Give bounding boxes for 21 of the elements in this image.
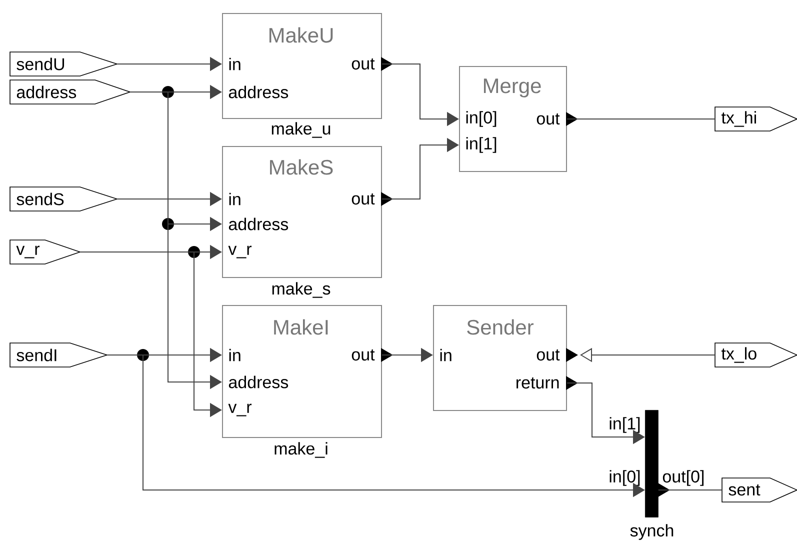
instance-label: synch [630, 524, 674, 540]
instance-label: make_i [274, 442, 328, 458]
io-port: sendU [10, 52, 118, 76]
io-port: sendS [10, 186, 118, 212]
actor-box: MakeU in out address [222, 13, 393, 119]
wire-arrow [382, 138, 459, 200]
port-label: in[1] [610, 417, 640, 433]
io-port: sendI [10, 342, 108, 368]
port-label: out[0] [662, 470, 704, 486]
actor-box: MakeI in out address v_r [222, 305, 393, 438]
actor-box: MakeS in out address v_r [222, 146, 393, 278]
io-port: v_r [10, 240, 82, 264]
io-port: tx_hi [714, 106, 797, 132]
instance-label: make_s [272, 282, 330, 298]
actor-box: Sender in out return [433, 305, 578, 411]
port-label: in[0] [610, 470, 640, 486]
instance-label: make_u [272, 122, 330, 138]
io-port: sent [722, 478, 797, 502]
io-port: address [10, 80, 132, 104]
actor-box: Merge in[0] out in[1] [459, 66, 578, 172]
io-port: tx_lo [714, 342, 797, 368]
